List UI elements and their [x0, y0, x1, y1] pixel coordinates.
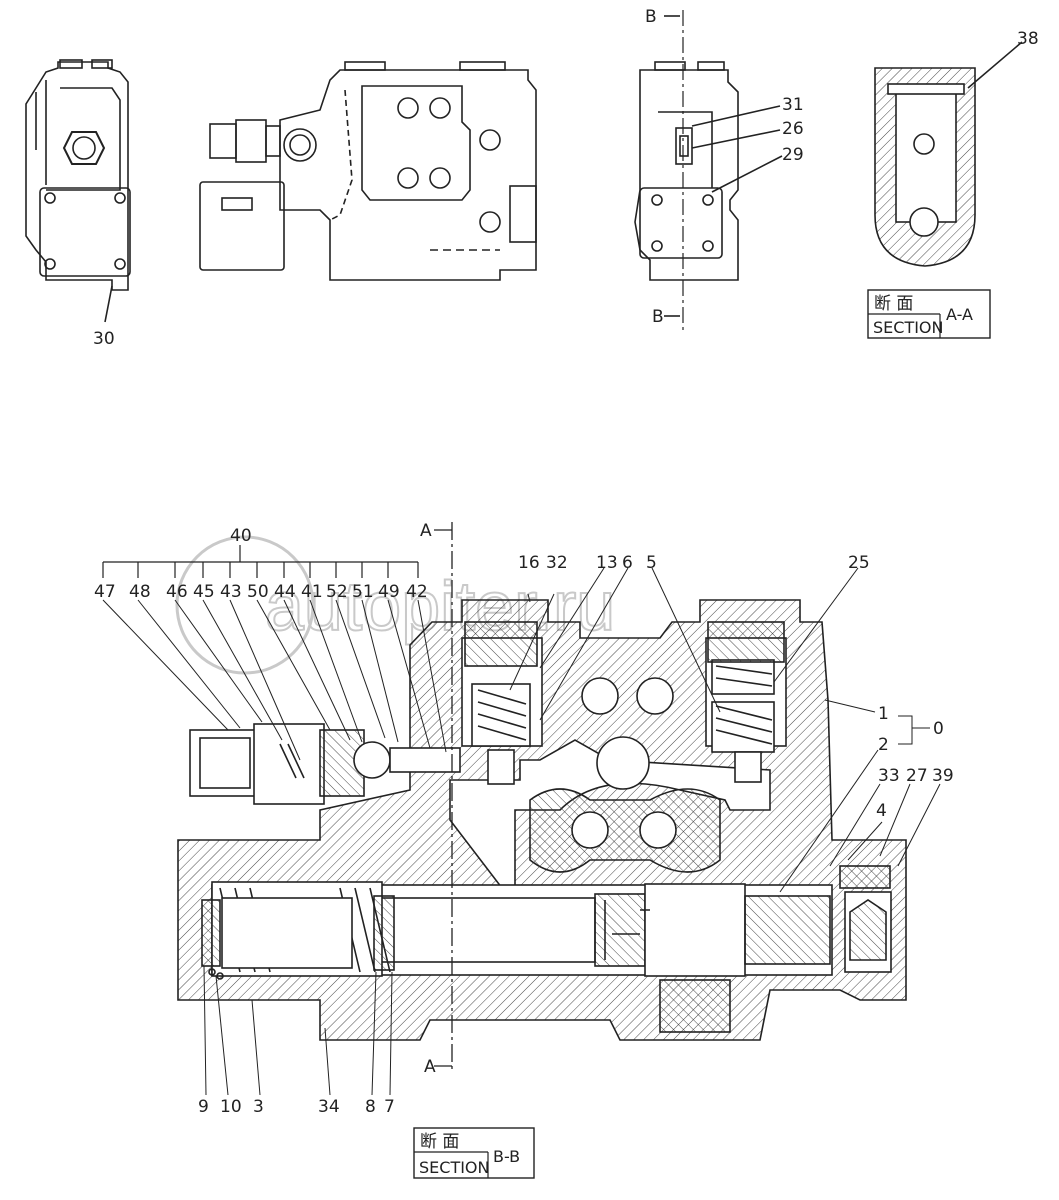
- section-bb-view: [177, 599, 907, 1041]
- callout-1: 1: [878, 704, 889, 724]
- callout-40: 40: [230, 526, 252, 546]
- front-view: [199, 61, 537, 281]
- callout-6: 6: [622, 553, 633, 573]
- callout-5: 5: [646, 553, 657, 573]
- leader-lines-top: [102, 567, 859, 761]
- section-bb-id: B-B: [493, 1147, 520, 1166]
- section-aa-label: 断 面 SECTION A-A: [867, 289, 991, 339]
- leader-lines-bottom: [203, 965, 393, 1096]
- callout-8: 8: [365, 1097, 376, 1117]
- callout-10: 10: [220, 1097, 242, 1117]
- leader-lines-right: [779, 699, 941, 893]
- callout-47: 47: [94, 582, 116, 602]
- callout-16: 16: [518, 553, 540, 573]
- side-view-left: [25, 59, 131, 323]
- callout-52: 52: [326, 582, 348, 602]
- cut-line-aa: [434, 522, 453, 1070]
- callout-27: 27: [906, 766, 928, 786]
- callout-26: 26: [782, 119, 804, 139]
- callout-42: 42: [406, 582, 428, 602]
- callout-45: 45: [193, 582, 215, 602]
- end-view: [634, 10, 783, 330]
- callout-2: 2: [878, 735, 889, 755]
- callout-44: 44: [274, 582, 296, 602]
- callout-51: 51: [352, 582, 374, 602]
- section-aa-kanji: 断 面: [874, 294, 913, 314]
- callout-30: 30: [93, 329, 115, 349]
- callout-9: 9: [198, 1097, 209, 1117]
- section-bb-kanji: 断 面: [420, 1132, 459, 1152]
- group-bracket-40: [102, 545, 419, 578]
- cut-marker-a-bottom: A: [424, 1057, 436, 1077]
- callout-33: 33: [878, 766, 900, 786]
- callout-29: 29: [782, 145, 804, 165]
- callout-39: 39: [932, 766, 954, 786]
- callout-3: 3: [253, 1097, 264, 1117]
- callout-34: 34: [318, 1097, 340, 1117]
- callout-49: 49: [378, 582, 400, 602]
- section-aa-word: SECTION: [873, 318, 944, 337]
- cut-marker-a-top: A: [420, 521, 432, 541]
- section-aa-id: A-A: [946, 305, 973, 324]
- callout-13: 13: [596, 553, 618, 573]
- callout-50: 50: [247, 582, 269, 602]
- callout-25: 25: [848, 553, 870, 573]
- callout-32: 32: [546, 553, 568, 573]
- callout-7: 7: [384, 1097, 395, 1117]
- callout-46: 46: [166, 582, 188, 602]
- section-bb-word: SECTION: [419, 1158, 490, 1177]
- callout-41: 41: [301, 582, 323, 602]
- callout-0: 0: [933, 719, 944, 739]
- cut-marker-b-top: B: [645, 7, 657, 27]
- callout-48: 48: [129, 582, 151, 602]
- callout-31: 31: [782, 95, 804, 115]
- callout-38: 38: [1017, 29, 1039, 49]
- cut-marker-b-bottom: B: [652, 307, 664, 327]
- section-aa-view: [874, 41, 1023, 267]
- callout-43: 43: [220, 582, 242, 602]
- section-bb-label: 断 面 SECTION B-B: [413, 1127, 535, 1179]
- callout-4: 4: [876, 801, 887, 821]
